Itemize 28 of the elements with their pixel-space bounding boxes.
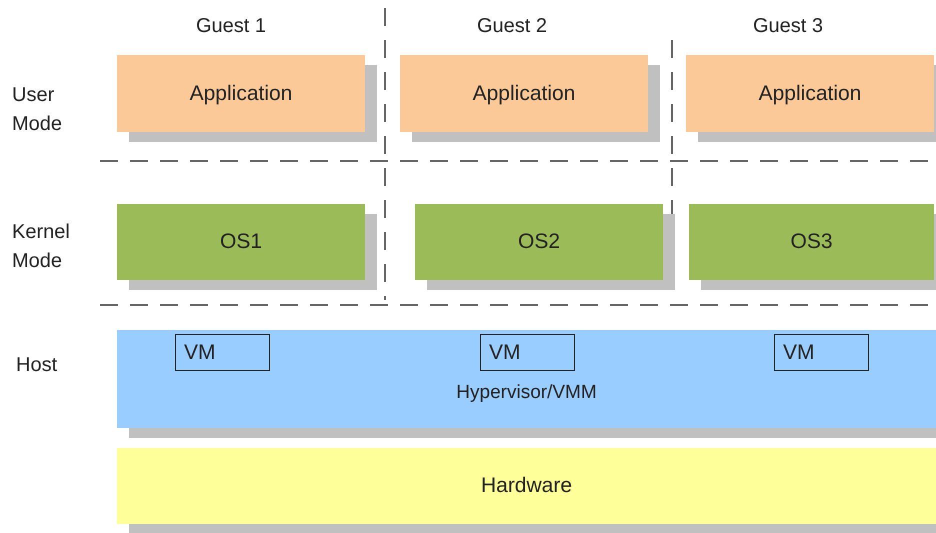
- application-box: [117, 55, 365, 132]
- node-label: VM: [783, 340, 814, 364]
- row-label: Kernel Mode: [12, 220, 71, 274]
- application-box: [400, 55, 648, 132]
- os-box: [415, 204, 663, 280]
- os-box: [689, 204, 934, 280]
- vm-box: [480, 334, 575, 371]
- node-label: Hardware: [480, 474, 572, 498]
- node-label: OS3: [790, 230, 833, 254]
- node-label: VM: [489, 340, 520, 364]
- column-heading: Guest 1: [196, 14, 266, 39]
- column-heading: Guest 3: [753, 14, 824, 39]
- vm-box: [774, 334, 869, 371]
- row-label: Host: [16, 353, 58, 378]
- vm-box: [175, 334, 270, 371]
- hardware-band: [117, 448, 936, 524]
- row-label: User Mode: [12, 83, 64, 137]
- os-box: [117, 204, 365, 280]
- node-label: OS2: [518, 230, 560, 254]
- hypervisor-band: [117, 330, 936, 428]
- node-label: Application: [758, 82, 862, 106]
- application-box: [686, 55, 934, 132]
- node-label: VM: [184, 340, 216, 364]
- node-label: OS1: [220, 230, 262, 254]
- node-label: Application: [472, 82, 576, 106]
- node-label: Hypervisor/VMM: [456, 382, 597, 404]
- column-heading: Guest 2: [477, 14, 548, 39]
- node-label: Application: [190, 82, 292, 106]
